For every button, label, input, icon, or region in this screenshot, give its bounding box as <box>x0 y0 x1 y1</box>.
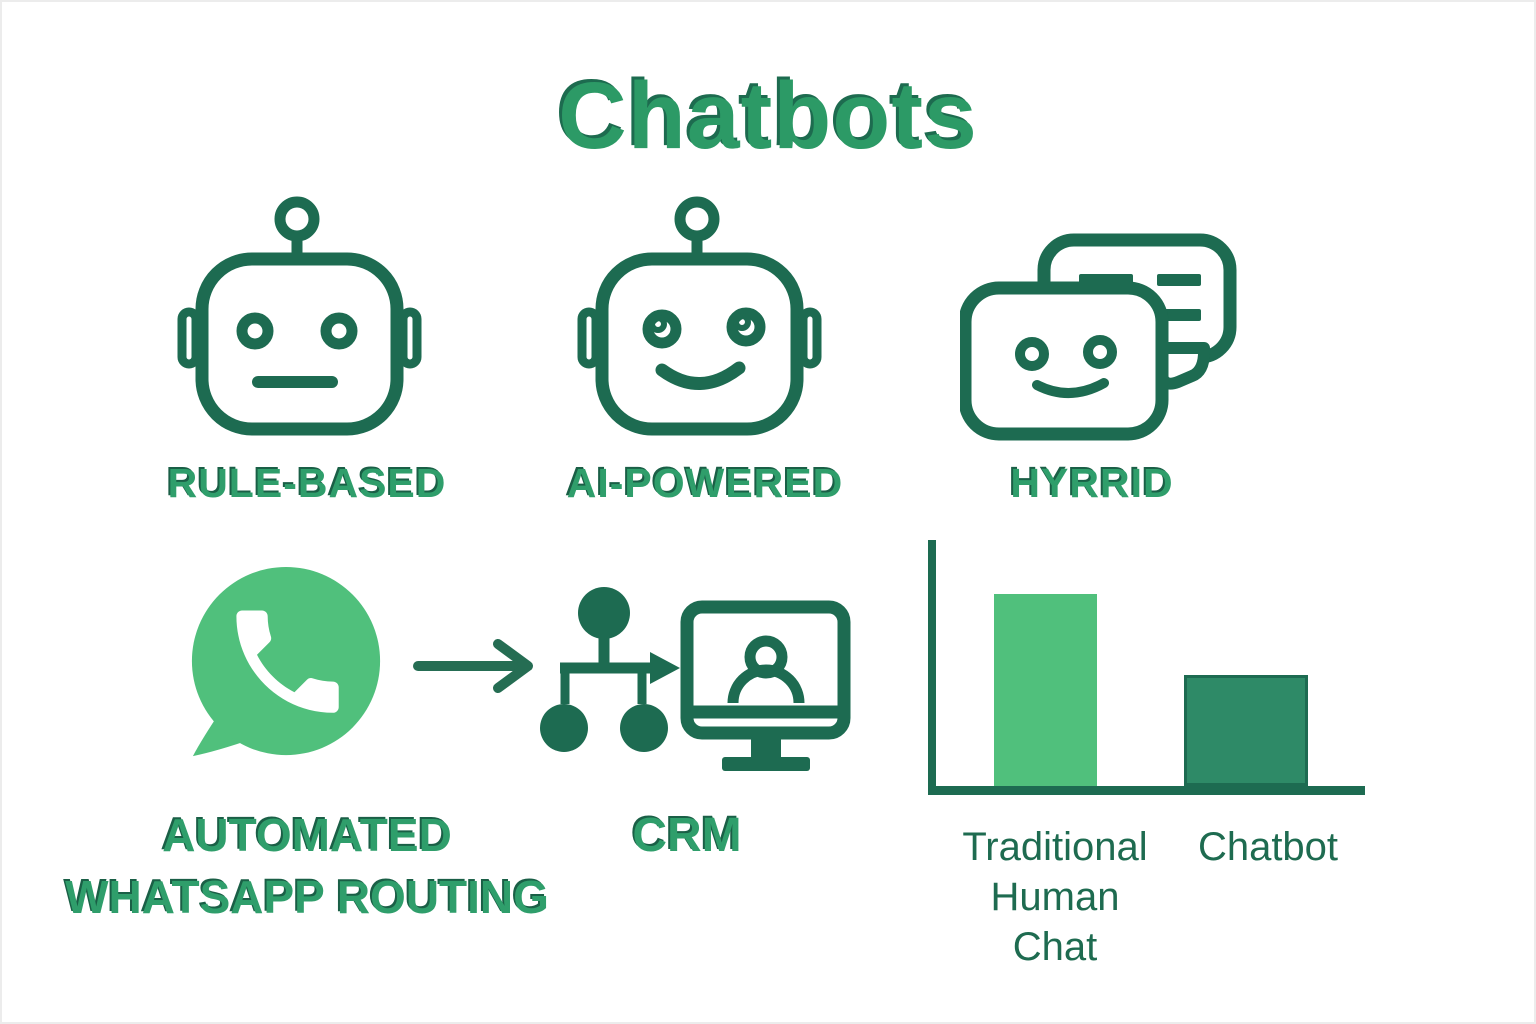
hybrid-chat-bubbles-icon <box>960 233 1237 441</box>
category-label-traditional-human-chat: Traditional Human Chat <box>962 825 1148 969</box>
automated-whatsapp-routing-label: AUTOMATED WHATSAPP ROUTING <box>62 804 552 928</box>
whatsapp-icon <box>191 566 381 757</box>
rule-based-robot-icon <box>177 196 422 436</box>
category-label-chatbot: Chatbot <box>1197 825 1339 869</box>
routing-flowchart-icon <box>540 587 680 752</box>
bot-type-label: HYRRID <box>1010 460 1174 506</box>
crm-label: CRM <box>632 809 742 862</box>
ai-powered-robot-icon <box>577 196 822 436</box>
crm-monitor-icon <box>680 600 851 771</box>
chart-y-axis <box>928 540 936 792</box>
automated-label-line2: WHATSAPP ROUTING <box>65 871 549 923</box>
bar-chart: Traditional Human Chat Chatbot <box>928 540 1388 1020</box>
automated-label-line1: AUTOMATED <box>162 809 452 861</box>
right-arrow-icon <box>413 639 533 693</box>
bar-chatbot <box>1184 675 1308 786</box>
page-title: Chatbots <box>558 63 978 169</box>
bot-type-label: AI-POWERED <box>566 460 844 506</box>
chart-x-axis <box>928 786 1365 795</box>
bar-traditional-human-chat <box>994 594 1097 786</box>
bot-type-label: RULE-BASED <box>167 460 447 506</box>
